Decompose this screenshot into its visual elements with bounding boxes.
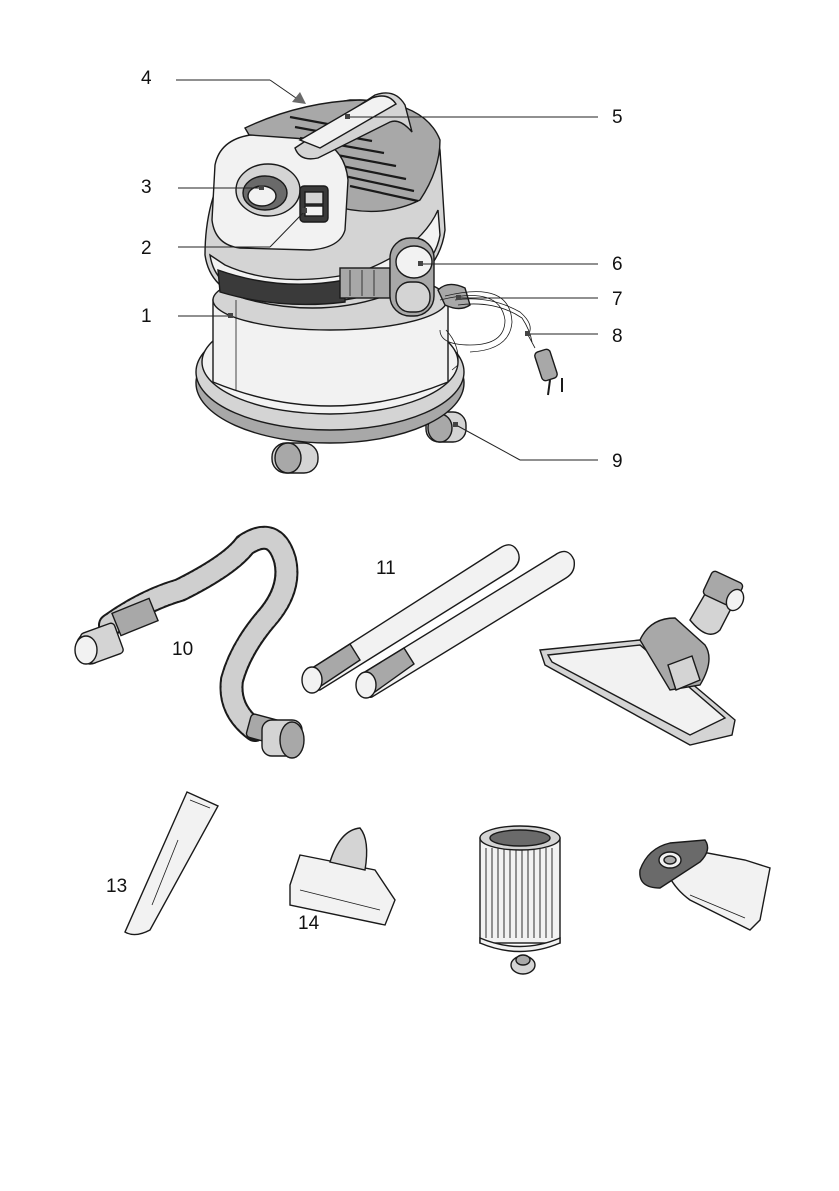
- callout-11: 11: [376, 558, 396, 579]
- callout-3: 3: [141, 177, 152, 198]
- callout-6: 6: [612, 254, 623, 275]
- callout-10: 10: [172, 639, 193, 660]
- callout-4: 4: [141, 68, 152, 89]
- callout-13: 13: [106, 876, 127, 897]
- filter-bag: [640, 840, 770, 930]
- suction-inlet: [236, 164, 300, 216]
- extension-tubes: [302, 545, 574, 698]
- callout-2: 2: [141, 238, 152, 259]
- callout-8: 8: [612, 326, 623, 347]
- crevice-nozzle: [125, 792, 218, 935]
- floor-nozzle: [540, 570, 747, 745]
- callout-14: 14: [298, 913, 320, 934]
- callout-1: 1: [141, 306, 152, 327]
- callout-9: 9: [612, 451, 623, 472]
- caster-front: [272, 443, 318, 473]
- callout-5: 5: [612, 107, 623, 128]
- vacuum-cleaner: [196, 93, 562, 473]
- power-switch: [300, 186, 328, 222]
- upholstery-nozzle: [290, 828, 395, 925]
- callout-7: 7: [612, 289, 623, 310]
- cartridge-filter: [480, 826, 560, 974]
- container-latch: [390, 238, 434, 316]
